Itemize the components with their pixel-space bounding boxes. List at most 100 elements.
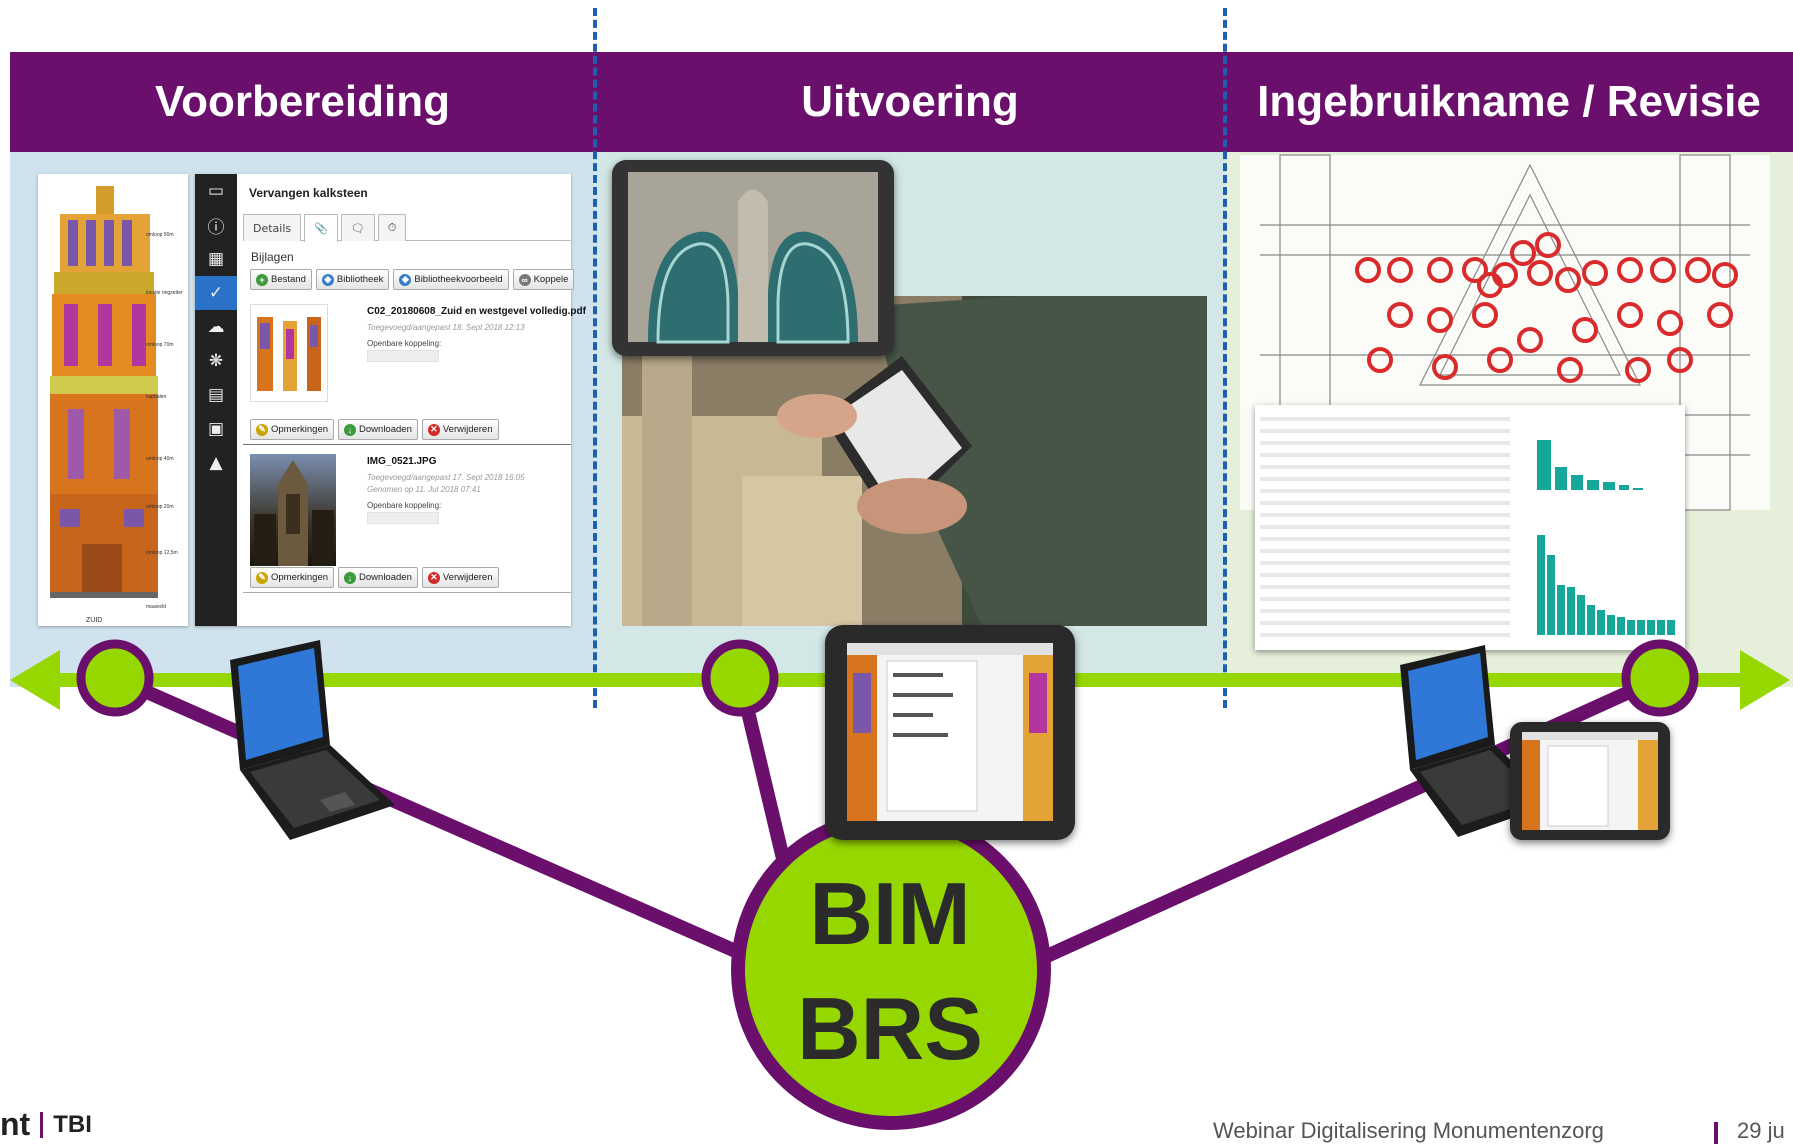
app-tabs: Details 📎 🗨 ⏱ — [243, 212, 571, 242]
attachment-divider — [243, 592, 571, 593]
window-photo-inner — [628, 172, 878, 344]
attachment-actions: ✎Opmerkingen ↓Downloaden ✕Verwijderen — [250, 567, 499, 588]
public-link-field[interactable] — [367, 350, 439, 362]
tablet-screen-svg — [1522, 732, 1658, 830]
public-link-label: Openbare koppeling: — [367, 501, 442, 510]
tablet-screen — [847, 643, 1053, 821]
library-icon: ◆ — [321, 273, 334, 286]
tablet-device-icon — [1510, 722, 1670, 840]
image-icon[interactable]: ▣ — [207, 419, 225, 439]
delete-icon: ✕ — [427, 423, 440, 436]
verwijderen-button[interactable]: ✕Verwijderen — [421, 419, 499, 440]
footer-separator — [1714, 1122, 1718, 1144]
bibliotheekvoorbeeld-button[interactable]: ◆Bibliotheekvoorbeeld — [393, 269, 509, 290]
logo-text-tbi: TBI — [53, 1110, 92, 1138]
attachment-name[interactable]: IMG_0521.JPG — [367, 456, 437, 467]
company-logo: nt TBI — [0, 1106, 92, 1143]
logo-divider — [40, 1111, 44, 1138]
koppelen-button[interactable]: ∞Koppele — [512, 269, 575, 290]
chart-icon[interactable]: ▲ — [209, 453, 223, 473]
attachment-meta: Toegevoegd/aangepast 17. Sept 2018 16:05 — [367, 473, 525, 482]
tower-label: ZUID — [86, 617, 103, 624]
button-label: Bestand — [271, 274, 306, 285]
button-label: Koppele — [533, 274, 569, 285]
phase-divider — [1223, 8, 1227, 708]
tab-details[interactable]: Details — [243, 214, 302, 241]
attachment-name[interactable]: C02_20180608_Zuid en westgevel volledig.… — [367, 306, 586, 317]
tower-label: omloop 20m — [146, 504, 174, 510]
opmerkingen-button[interactable]: ✎Opmerkingen — [250, 567, 335, 588]
attachment-thumbnail-pdf[interactable] — [250, 304, 328, 402]
button-label: Opmerkingen — [271, 572, 329, 583]
speech-bubble-icon[interactable]: 🗨 — [340, 214, 375, 241]
tower-label: omloop 12,5m — [146, 550, 178, 556]
laptop-svg — [230, 640, 395, 840]
bijlagen-title: Bijlagen — [251, 250, 294, 264]
presentation-icon[interactable]: ▭ — [207, 181, 225, 201]
tower-photo-svg — [254, 460, 334, 566]
button-label: Bibliotheekvoorbeeld — [414, 274, 503, 285]
bestand-button[interactable]: +Bestand — [250, 269, 312, 290]
stopwatch-icon[interactable]: ⏱ — [377, 214, 407, 241]
paperclip-icon[interactable]: 📎 — [304, 214, 338, 242]
attachment-thumbnail-photo[interactable] — [250, 454, 336, 566]
attachment-toolbar: +Bestand ◆Bibliotheek ◆Bibliotheekvoorbe… — [250, 269, 575, 290]
button-label: Bibliotheek — [336, 274, 384, 285]
downloaden-button[interactable]: ↓Downloaden — [338, 419, 418, 440]
timeline-node-uitvoering — [701, 639, 779, 717]
library-icon: ◆ — [399, 273, 412, 286]
laptop-icon — [220, 640, 400, 855]
timeline-node-voorbereiding — [76, 639, 154, 717]
public-link-label: Openbare koppeling: — [367, 339, 442, 348]
dashboard-svg — [1260, 417, 1675, 637]
pdf-thumbnail-svg — [257, 317, 321, 391]
tower-label: omloop 90m — [146, 232, 174, 238]
attachment-divider — [243, 444, 571, 445]
footer-title: Webinar Digitalisering Monumentenzorg — [1213, 1118, 1604, 1143]
calendar-icon[interactable]: ▦ — [207, 249, 225, 269]
tablet-photo-svg — [622, 296, 1207, 626]
tower-label: locatie ringzetter — [146, 290, 183, 296]
connector-line — [112, 671, 793, 982]
timeline-arrow-left-head — [10, 650, 60, 710]
downloaden-button[interactable]: ↓Downloaden — [338, 567, 418, 588]
public-link-field[interactable] — [367, 512, 439, 524]
checkbox-icon[interactable]: ✓ — [195, 276, 237, 310]
window-detail-photo — [612, 160, 894, 356]
add-icon: + — [256, 273, 268, 286]
timeline-node-revisie — [1621, 639, 1699, 717]
verwijderen-button[interactable]: ✕Verwijderen — [421, 567, 499, 588]
tower-elevation-drawing: omloop 90m locatie ringzetter omloop 70m… — [38, 174, 188, 626]
dashboard-screenshot — [1255, 405, 1685, 650]
tower-label: maaiveld — [146, 604, 167, 610]
weather-icon[interactable]: ☁ — [207, 317, 225, 337]
attachment-actions: ✎Opmerkingen ↓Downloaden ✕Verwijderen — [250, 419, 499, 440]
phase-header-uitvoering: Uitvoering — [595, 52, 1225, 152]
phase-divider — [593, 8, 597, 708]
opmerkingen-button[interactable]: ✎Opmerkingen — [250, 419, 335, 440]
phase-header-revisie: Ingebruikname / Revisie — [1225, 52, 1793, 152]
button-label: Verwijderen — [442, 424, 493, 435]
fan-icon[interactable]: ❋ — [208, 351, 224, 371]
bibliotheek-button[interactable]: ◆Bibliotheek — [315, 269, 390, 290]
pencil-icon: ✎ — [256, 571, 268, 584]
hub-label-brs: BRS — [797, 979, 983, 1078]
hub-label-bim: BIM — [809, 864, 971, 963]
tower-drawing-svg — [50, 186, 158, 598]
tablet-screen-svg — [847, 643, 1053, 821]
attachment-meta: Toegevoegd/aangepast 18. Sept 2018 12:13 — [367, 323, 525, 332]
link-icon: ∞ — [518, 273, 531, 286]
button-label: Downloaden — [359, 572, 412, 583]
phase-label: Uitvoering — [801, 77, 1019, 126]
tablet-device-icon — [825, 625, 1075, 840]
phase-label: Voorbereiding — [155, 77, 450, 126]
tablet-in-hands-photo — [622, 296, 1207, 626]
app-title: Vervangen kalksteen — [249, 186, 368, 200]
window-photo-svg — [628, 172, 878, 344]
phase-header-voorbereiding: Voorbereiding — [10, 52, 595, 152]
footer-date: 29 ju — [1737, 1118, 1785, 1143]
attachment-meta: Genomen op 11. Jul 2018 07:41 — [367, 485, 481, 494]
report-icon[interactable]: ▤ — [207, 385, 225, 405]
info-icon[interactable]: ⓘ — [207, 217, 225, 238]
